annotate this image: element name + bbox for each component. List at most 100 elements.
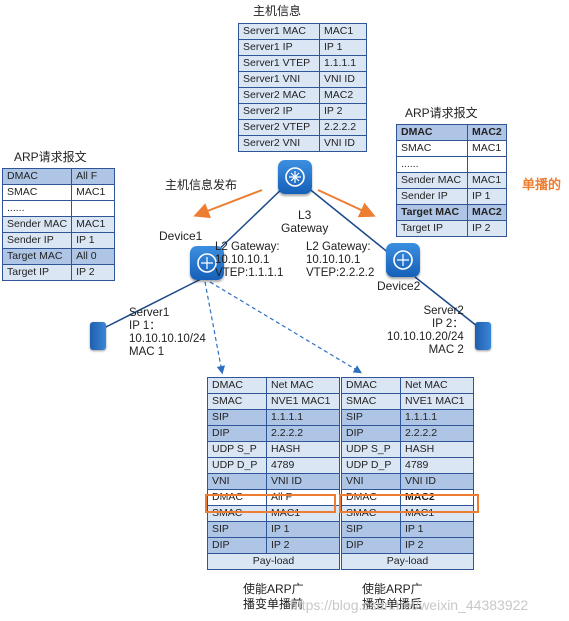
cell: MAC2 [319,87,367,104]
server2-label: Server2 IP 2： 10.10.10.20/24 MAC 2 [387,305,464,356]
cell: Server1 MAC [238,23,320,40]
cell: VNI ID [319,71,367,88]
cell: HASH [400,441,474,458]
cell: Sender MAC [1,216,73,233]
payload-cell: Pay-load [207,553,340,570]
l3-gateway-device [278,160,312,194]
cell: SMAC [207,505,267,522]
caption-after: 使能ARP广 播变单播后 [362,582,423,611]
cell: UDP S_P [207,441,267,458]
cell: IP 1 [400,521,474,538]
cell: MAC2 [467,204,507,221]
cell: MAC1 [319,23,367,40]
cell: VNI ID [400,473,474,490]
cell: ...... [1,200,73,217]
cell: DIP [207,537,267,554]
cell: Net MAC [400,377,474,394]
cell: SMAC [341,393,401,410]
cell: MAC1 [467,140,507,157]
cell: UDP D_P [207,457,267,474]
device1-gateway: L2 Gateway: 10.10.10.1 VTEP:1.1.1.1 [215,241,284,279]
highlight-dmac-before [205,494,336,513]
cell: VNI ID [319,135,367,152]
cell: IP 2 [71,264,116,281]
cell: 1.1.1.1 [266,409,340,426]
cell: IP 2 [400,537,474,554]
cell: SIP [207,409,267,426]
cell: MAC2 [467,124,507,141]
payload-cell: Pay-load [341,553,474,570]
cell: Server1 VTEP [238,55,320,72]
device1-switch [190,246,224,280]
cell: 1.1.1.1 [400,409,474,426]
cell: VNI ID [266,473,340,490]
cell: VNI [341,473,401,490]
cell: NVE1 MAC1 [266,393,340,410]
cell: MAC1 [71,184,116,201]
cell [71,200,116,217]
flow-arrow-before [204,281,226,375]
publish-label: 主机信息发布 [165,178,238,192]
cell: SIP [341,521,401,538]
device2-gateway: L2 Gateway: 10.10.10.1 VTEP:2.2.2.2 [306,241,375,279]
cell: SIP [341,409,401,426]
switch-icon [197,253,217,273]
cell: DMAC [341,377,401,394]
cell: 2.2.2.2 [319,119,367,136]
cell: SMAC [207,393,267,410]
cell: NVE1 MAC1 [400,393,474,410]
watermark: https://blog.csdn.net/weixin_44383922 [290,597,529,613]
cell: IP 1 [467,188,507,205]
cell: IP 1 [266,521,340,538]
cell: Server2 MAC [238,87,320,104]
cell: All F [266,489,340,506]
arp-right-title: ARP请求报文 [405,106,478,120]
cell: Server1 VNI [238,71,320,88]
l3-gateway-label: L3 Gateway [281,208,329,235]
publish-arrow-right [317,189,376,218]
device2-name: Device2 [377,279,421,293]
link-l3-device2 [301,182,396,259]
link-device2-server2 [414,276,483,331]
cell: DMAC [1,168,73,185]
cell: Server2 VNI [238,135,320,152]
host-info-title: 主机信息 [253,4,302,18]
cell: ...... [396,156,468,173]
cell: UDP S_P [341,441,401,458]
cell: UDP D_P [341,457,401,474]
cell [467,156,507,173]
cell: Server2 VTEP [238,119,320,136]
cell: DIP [341,537,401,554]
cell: Target IP [396,220,468,237]
cell: MAC1 [400,505,474,522]
link-device1-server1 [99,276,206,331]
cell: Sender IP [1,232,73,249]
cell: DIP [341,425,401,442]
server2-icon [475,322,491,350]
cell: All 0 [71,248,116,265]
cell: SMAC [1,184,73,201]
server1-icon [90,322,106,350]
cell: IP 1 [71,232,116,249]
cell: MAC1 [71,216,116,233]
link-l3-device1 [209,182,289,259]
cell: SMAC [396,140,468,157]
server1-label: Server1 IP 1： 10.10.10.10/24 MAC 1 [129,307,206,358]
cell: Net MAC [266,377,340,394]
flow-arrow-after [209,281,363,374]
cell: IP 2 [266,537,340,554]
cell: HASH [266,441,340,458]
cell: DMAC [396,124,468,141]
publish-arrow-left [193,189,263,219]
cell: Server2 IP [238,103,320,120]
cell: 4789 [266,457,340,474]
cell: 2.2.2.2 [266,425,340,442]
cell: Target MAC [396,204,468,221]
cell: Target IP [1,264,73,281]
cell: DIP [207,425,267,442]
cell: IP 2 [319,103,367,120]
switch-icon [393,250,413,270]
